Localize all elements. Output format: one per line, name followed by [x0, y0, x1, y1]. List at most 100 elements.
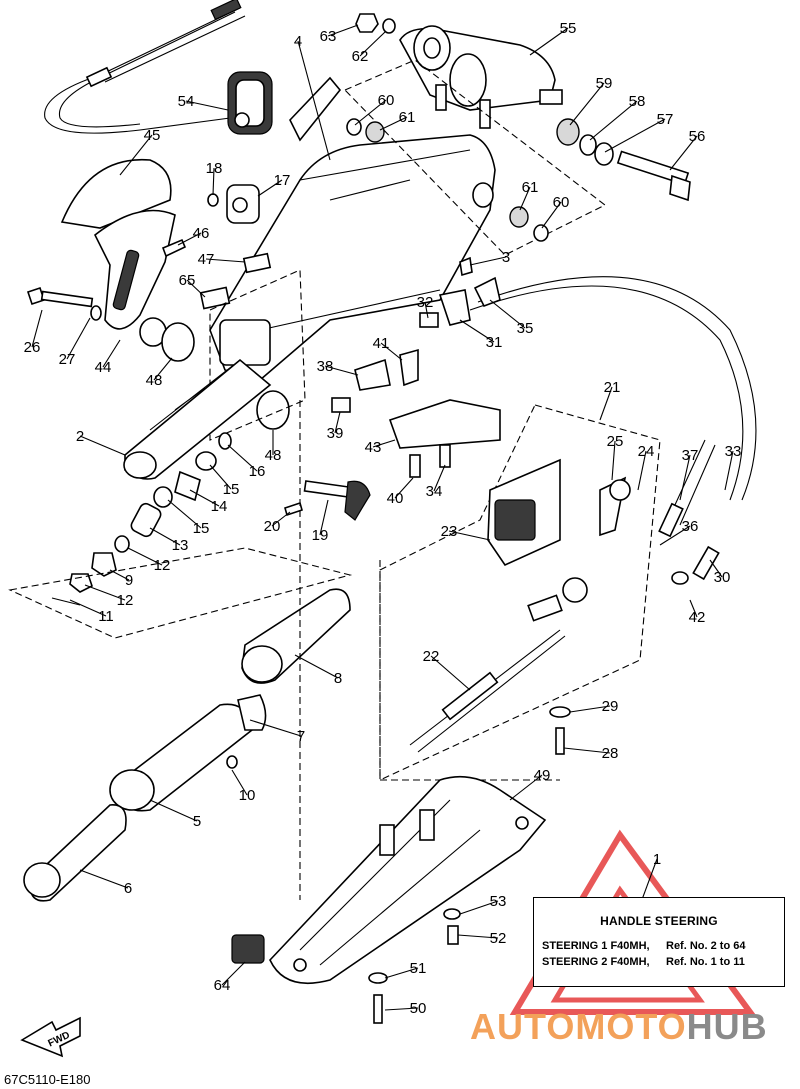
callout-20: 20 [264, 518, 281, 535]
collar-48b [256, 390, 290, 430]
grip-8 [241, 588, 351, 684]
leader-line [79, 435, 126, 456]
leader-line [669, 135, 698, 171]
callout-53: 53 [490, 893, 507, 910]
callout-7: 7 [297, 728, 305, 745]
leader-line [31, 309, 43, 348]
leader-line [79, 869, 129, 889]
leader-line [297, 40, 331, 161]
leader-line [689, 599, 698, 618]
leader-line [327, 24, 359, 37]
note-ref-2: Ref. No. 1 to 11 [666, 956, 745, 968]
callout-26: 26 [24, 339, 41, 356]
leader-line [177, 232, 202, 246]
note-row-1: STEERING 1 F40MH,Ref. No. 2 to 64 [542, 940, 745, 952]
callout-40: 40 [387, 490, 404, 507]
leader-line [227, 444, 258, 472]
diagram-code: 67C5110-E180 [4, 1072, 91, 1087]
leader-line [66, 317, 91, 360]
leader-line [257, 179, 283, 197]
bolt-28 [555, 727, 565, 755]
callout-19: 19 [312, 527, 329, 544]
leader-line [354, 99, 387, 126]
bolt-26 [26, 286, 102, 321]
small-parts-center [331, 256, 501, 478]
leader-line [509, 774, 543, 801]
note-box: HANDLE STEERING STEERING 1 F40MH,Ref. No… [533, 897, 785, 987]
callout-30: 30 [714, 569, 731, 586]
leader-line [563, 747, 611, 754]
note-row-2: STEERING 2 F40MH, Ref. No. 1 to 11 [542, 956, 745, 968]
leader-line [153, 357, 173, 381]
callout-32: 32 [417, 294, 434, 311]
leader-line [189, 489, 220, 507]
watermark-part1: AUTOMOTO [470, 1006, 687, 1047]
callout-54: 54 [178, 93, 195, 110]
leader-line [384, 967, 419, 979]
leader-line [185, 100, 229, 111]
callout-58: 58 [629, 93, 646, 110]
grommet-54 [227, 71, 273, 135]
leader-line [334, 411, 341, 434]
leader-line [380, 342, 403, 361]
lower-bracket-49 [269, 775, 547, 984]
callout-3: 3 [502, 249, 510, 266]
callout-14: 14 [211, 498, 228, 515]
shift-cables [469, 276, 757, 585]
callout-18: 18 [206, 160, 223, 177]
leader-line [372, 439, 396, 448]
leader-line [611, 440, 616, 481]
leader-line [119, 134, 153, 176]
note-ref-1: Ref. No. 2 to 64 [666, 940, 746, 952]
leader-line [271, 511, 291, 527]
callout-35: 35 [517, 320, 534, 337]
callout-33: 33 [725, 443, 742, 460]
callout-51: 51 [410, 960, 427, 977]
callout-48: 48 [146, 372, 163, 389]
leader-line [459, 319, 495, 343]
grip-outline [8, 547, 353, 639]
leader-line [433, 464, 446, 492]
leader-line [109, 569, 130, 581]
leader-line [231, 769, 248, 796]
note-title: HANDLE STEERING [600, 914, 718, 928]
callout-61: 61 [522, 179, 539, 196]
leader-line [84, 584, 126, 601]
leader-line [209, 464, 232, 490]
watermark-part2: HUB [686, 1006, 768, 1047]
callout-1: 1 [653, 851, 661, 868]
callout-37: 37 [682, 447, 699, 464]
callout-23: 23 [441, 523, 458, 540]
leader-line [430, 655, 471, 691]
callout-2: 2 [76, 428, 84, 445]
callout-25: 25 [607, 433, 624, 450]
callout-31: 31 [486, 334, 503, 351]
grip-6 [23, 804, 127, 902]
fwd-arrow: FWD [20, 1016, 81, 1058]
note-model-2: STEERING 2 F40MH, [542, 956, 650, 968]
leader-line [102, 339, 121, 368]
leader-line [679, 454, 691, 501]
callout-15: 15 [223, 481, 240, 498]
callout-61: 61 [399, 109, 416, 126]
callout-62: 62 [352, 48, 369, 65]
leader-line [149, 527, 181, 546]
leader-line [167, 499, 202, 529]
callout-45: 45 [144, 127, 161, 144]
friction-knob-18 [284, 480, 371, 521]
leader-line [394, 477, 414, 499]
callout-12: 12 [117, 592, 134, 609]
callout-48: 48 [265, 447, 282, 464]
leader-line [424, 301, 429, 319]
leader-line [319, 499, 329, 536]
callout-12: 12 [154, 557, 171, 574]
steering-bracket [209, 134, 496, 381]
washer-29 [549, 706, 571, 718]
callout-55: 55 [560, 20, 577, 37]
callout-47: 47 [198, 251, 215, 268]
leader-line [589, 100, 638, 141]
callout-59: 59 [596, 75, 613, 92]
callout-numbers: 1234567891011121213141515161718192021222… [24, 20, 742, 1017]
shift-rod-22 [409, 577, 588, 753]
small-hardware-top [346, 13, 549, 242]
